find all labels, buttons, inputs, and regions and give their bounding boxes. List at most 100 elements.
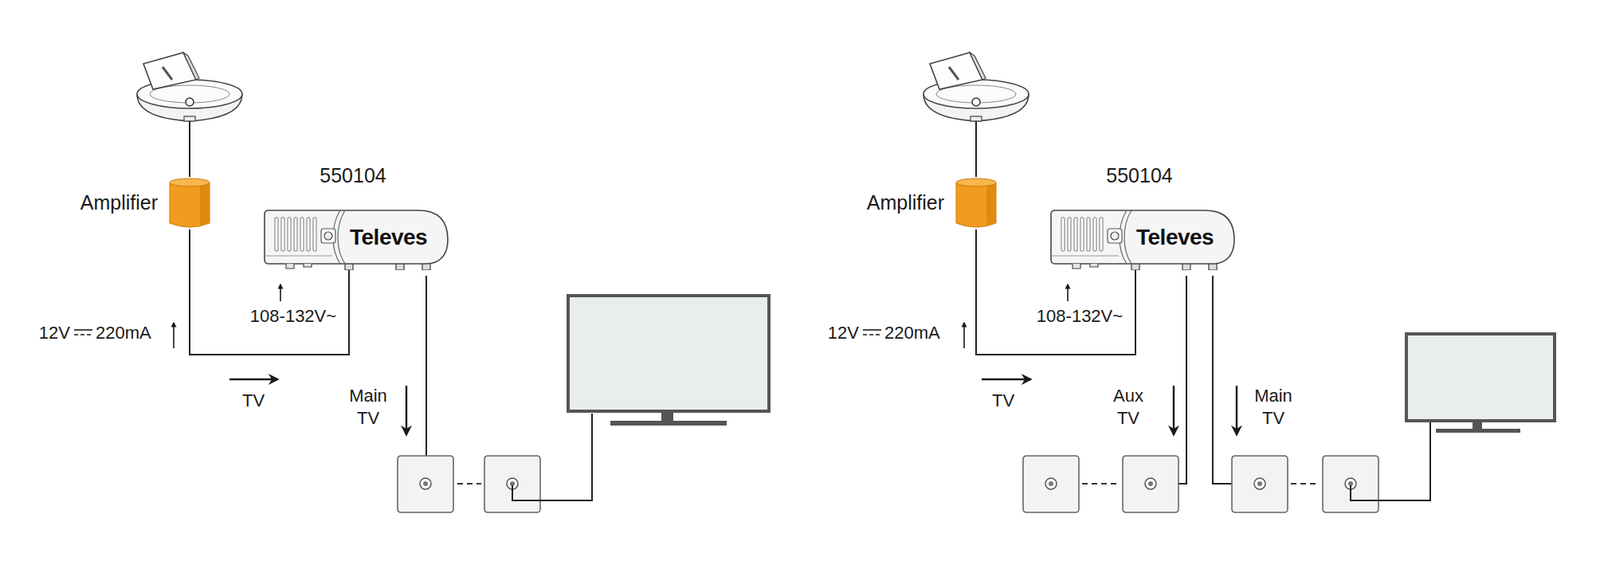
vent-slot — [1080, 217, 1084, 251]
wall-outlet — [1023, 455, 1079, 513]
amplifier-shape — [168, 176, 212, 230]
shape-part — [1050, 255, 1119, 257]
signal-label: 12V — [39, 321, 71, 345]
signal-arrow — [405, 385, 408, 435]
shape-part — [956, 178, 997, 187]
vent-slot — [1099, 217, 1103, 251]
antenna-right — [923, 52, 1029, 122]
shape-part — [1072, 263, 1099, 269]
signal-label: Main TV — [1254, 384, 1293, 430]
vent-slot — [274, 217, 279, 251]
dc-symbol — [74, 329, 93, 335]
amplifier: Amplifier — [954, 176, 998, 230]
vent-slot — [287, 217, 291, 251]
tv-set — [661, 412, 674, 421]
wall-outlet — [397, 455, 454, 513]
shape-part — [264, 255, 333, 257]
signal-arrow — [1172, 385, 1175, 435]
wall-outlet — [1231, 455, 1288, 513]
vent-slot — [313, 217, 317, 251]
dashed-link — [1290, 482, 1320, 485]
coax-wire — [512, 413, 593, 501]
shape-part — [986, 182, 997, 226]
signal-label: 12V — [827, 321, 859, 345]
device-label: Amplifier — [866, 190, 945, 216]
wall-outlet — [397, 455, 454, 513]
wall-outlet — [1122, 455, 1179, 513]
signal-arrow — [1235, 385, 1238, 435]
amplifier: Amplifier — [168, 176, 212, 230]
vent-slot — [1074, 217, 1078, 251]
dc-symbol — [862, 329, 882, 331]
wall-outlet — [1023, 455, 1079, 513]
antenna-left — [137, 52, 243, 122]
signal-label: TV — [992, 389, 1015, 412]
tv-distribution-amplifier: 550104Televes — [262, 207, 449, 271]
coax-wire — [1178, 275, 1187, 484]
antenna-left — [137, 52, 243, 122]
power-arrow — [963, 322, 965, 349]
signal-label: 108-132V~ — [1036, 305, 1123, 328]
wall-outlet — [1322, 455, 1379, 513]
amplifier-shape — [954, 176, 998, 230]
dc-symbol — [862, 333, 882, 336]
antenna-right — [923, 52, 1029, 122]
shape-part — [264, 210, 448, 264]
shape-part — [169, 182, 210, 228]
shape-part — [1107, 228, 1122, 244]
model-number: 550104 — [319, 163, 386, 189]
vent-slot — [294, 217, 298, 251]
shape-part — [169, 178, 210, 187]
vent-slot — [1067, 217, 1071, 251]
shape-part — [1110, 231, 1119, 240]
signal-label: Main TV — [349, 384, 388, 430]
power-arrow — [1066, 284, 1069, 302]
tv-set — [568, 295, 769, 426]
coax-wire — [188, 121, 191, 177]
shape-part — [200, 182, 210, 226]
tv-set — [568, 295, 769, 412]
signal-label: 220mA — [884, 321, 941, 345]
wall-outlet — [484, 455, 541, 513]
shape-part — [321, 228, 336, 244]
tv-set — [1472, 422, 1483, 429]
tv-set — [1435, 428, 1521, 433]
tv-set — [610, 420, 727, 426]
coax-wire — [1350, 422, 1431, 501]
shape-part — [324, 231, 333, 240]
coax-wire — [425, 275, 428, 456]
signal-label: TV — [242, 389, 265, 412]
signal-label: 220mA — [95, 321, 152, 345]
brand-logo: Televes — [1136, 223, 1214, 252]
tv-distribution-amplifier: 550104Televes — [1048, 207, 1236, 271]
dc-symbol — [862, 329, 882, 335]
dc-symbol — [74, 333, 93, 336]
wall-outlet — [484, 455, 541, 513]
signal-label: 108-132V~ — [250, 305, 337, 328]
signal-arrow — [229, 378, 278, 381]
coax-wire — [975, 121, 977, 177]
shape-part — [286, 263, 312, 269]
vent-slot — [306, 217, 310, 251]
signal-label: Aux TV — [1113, 384, 1144, 430]
tv-set — [1406, 333, 1555, 433]
vent-slot — [1093, 217, 1097, 251]
dashed-link — [457, 482, 482, 485]
model-number: 550104 — [1105, 163, 1173, 189]
power-arrow — [172, 322, 175, 349]
dashed-link — [1082, 482, 1120, 485]
vent-slot — [1061, 217, 1065, 251]
wall-outlet — [1231, 455, 1288, 513]
tv-set — [1406, 333, 1555, 421]
vent-slot — [281, 217, 285, 251]
power-arrow — [279, 284, 282, 302]
wall-outlet — [1322, 455, 1379, 513]
signal-arrow — [981, 378, 1031, 381]
brand-logo: Televes — [349, 223, 428, 252]
vent-slot — [300, 217, 304, 251]
shape-part — [956, 182, 997, 228]
shape-part — [1050, 210, 1235, 264]
